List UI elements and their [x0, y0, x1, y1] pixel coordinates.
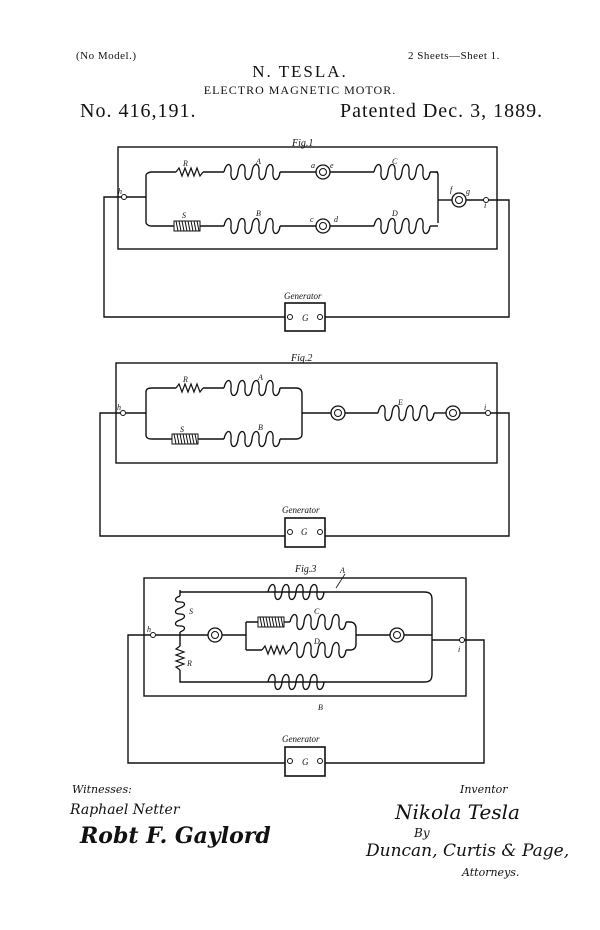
fig-3-label: Fig.3 [294, 564, 316, 575]
component-label: h [117, 403, 121, 412]
no-model-note: (No Model.) [76, 50, 137, 62]
component-label: B [318, 703, 323, 712]
generator-letter: G [302, 313, 309, 323]
inventor-label: Inventor [460, 783, 508, 796]
witness-signature-2: Robt F. Gaylord [80, 823, 271, 849]
generator-label: Generator [282, 505, 320, 515]
component-label: R [182, 159, 188, 168]
fig-2-label: Fig.2 [290, 353, 312, 364]
component-label: e [330, 161, 334, 170]
component-label: B [256, 209, 261, 218]
generator-letter: G [302, 757, 309, 767]
component-label: R [186, 659, 192, 668]
sheet-number: 2 Sheets—Sheet 1. [408, 50, 500, 62]
component-label: S [182, 211, 186, 220]
component-label: D [313, 637, 320, 646]
component-label: A [257, 373, 263, 382]
component-label: h [147, 625, 151, 634]
component-label: C [392, 157, 398, 166]
figure-3 [127, 577, 485, 777]
component-label: R [182, 375, 188, 384]
invention-title: ELECTRO MAGNETIC MOTOR. [203, 83, 397, 97]
component-label: i [484, 201, 486, 210]
component-label: a [311, 161, 315, 170]
inventor-signature: Nikola Tesla [395, 800, 520, 824]
component-label: A [255, 157, 261, 166]
component-label: S [189, 607, 193, 616]
figure-2 [99, 362, 510, 548]
witnesses-label: Witnesses: [72, 783, 132, 796]
by-label: By [414, 826, 430, 840]
component-label: c [310, 215, 314, 224]
generator-letter: G [301, 527, 308, 537]
patent-date: Patented Dec. 3, 1889. [340, 100, 544, 122]
patent-number: No. 416,191. [80, 100, 197, 122]
component-label: D [391, 209, 398, 218]
component-label: g [466, 187, 470, 196]
component-label: d [334, 215, 339, 224]
component-label: h [118, 187, 122, 196]
attorneys-label: Attorneys. [462, 866, 520, 879]
figure-1 [103, 146, 510, 332]
generator-label: Generator [284, 291, 322, 301]
fig-1-label: Fig.1 [291, 138, 313, 149]
attorneys-signature: Duncan, Curtis & Page, [366, 841, 570, 861]
component-label: E [397, 398, 403, 407]
component-label: S [180, 425, 184, 434]
component-label: f [450, 185, 454, 194]
witness-signature-1: Raphael Netter [70, 802, 180, 818]
component-label: i [458, 645, 460, 654]
component-label: B [258, 423, 263, 432]
generator-label: Generator [282, 734, 320, 744]
component-label: i [484, 403, 486, 412]
component-label: A [339, 566, 345, 575]
inventor-name: N. TESLA. [252, 62, 348, 81]
component-label: C [314, 607, 320, 616]
